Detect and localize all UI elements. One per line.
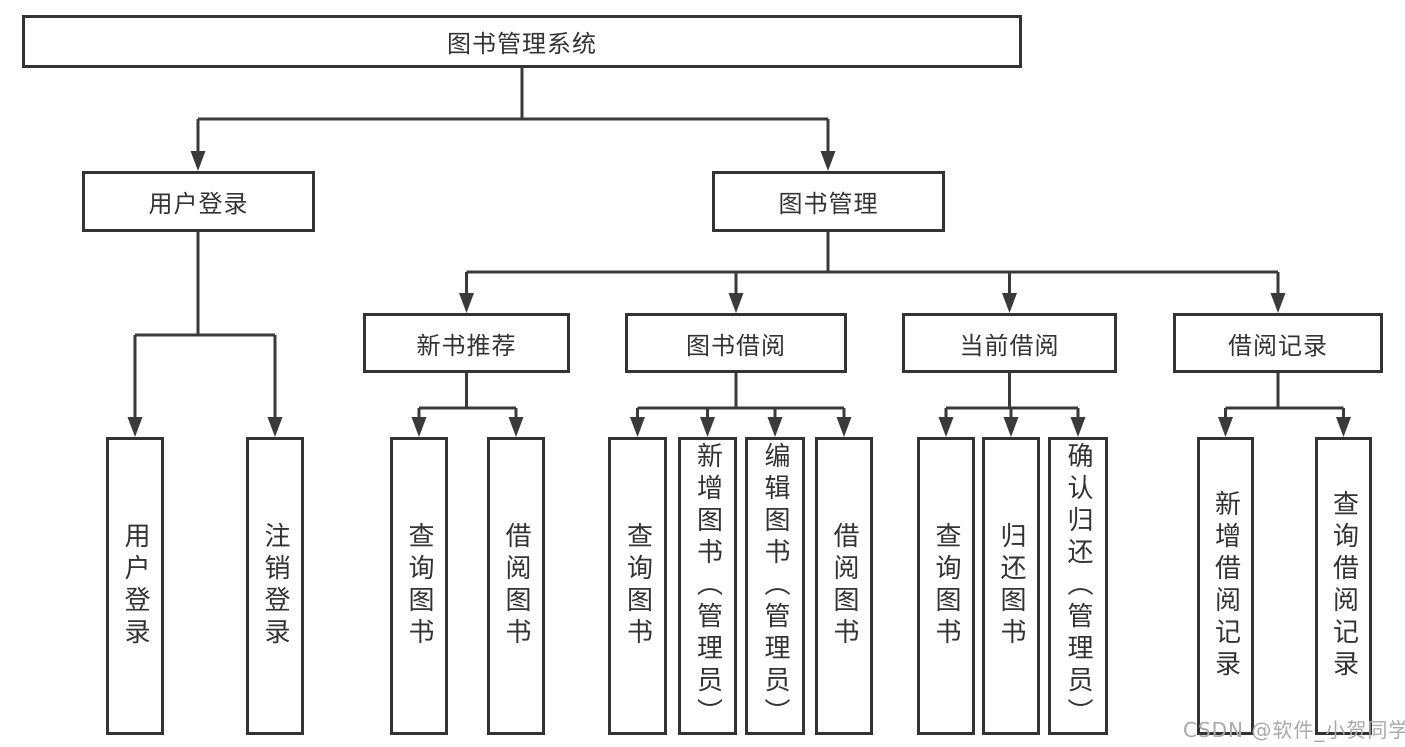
leaf-label: 新增图书（管理员） — [692, 442, 723, 730]
edges-book-management — [459, 232, 1286, 313]
csdn-watermark: CSDN @软件_小贺同学 — [1183, 718, 1405, 742]
edges-current-borrowing — [938, 373, 1086, 437]
leaf-label: 查询图书 — [931, 522, 961, 650]
leaf-label: 确认归还（管理员） — [1063, 442, 1093, 730]
leaf-label: 查询图书 — [622, 522, 653, 650]
edges-book-borrowing — [630, 373, 852, 437]
leaf-label: 借阅图书 — [829, 522, 859, 650]
leaf-label: 注销登录 — [260, 522, 290, 650]
leaf-node-return-books: 归还图书 — [982, 437, 1040, 735]
leaf-label: 借阅图书 — [501, 522, 531, 650]
leaf-node-add-books-admin: 新增图书（管理员） — [678, 437, 737, 735]
edges-new-book — [411, 373, 524, 437]
node-book-borrowing: 图书借阅 — [625, 313, 847, 373]
leaf-node-edit-books-admin: 编辑图书（管理员） — [745, 437, 805, 735]
leaf-label: 新增借阅记录 — [1210, 490, 1241, 682]
node-borrow-records: 借阅记录 — [1173, 313, 1383, 373]
leaf-node-borrow-books-recommend: 借阅图书 — [487, 437, 545, 735]
leaf-label: 编辑图书（管理员） — [760, 442, 790, 730]
leaf-node-query-borrow-record: 查询借阅记录 — [1315, 437, 1372, 735]
edges-root — [190, 68, 836, 171]
node-new-book-recommend: 新书推荐 — [363, 313, 570, 373]
leaf-label: 查询图书 — [404, 522, 434, 650]
edges-user-login — [127, 232, 283, 437]
node-book-management: 图书管理 — [712, 171, 945, 232]
edges-borrow-records — [1218, 373, 1351, 437]
node-user-login: 用户登录 — [82, 171, 315, 232]
leaf-label: 归还图书 — [996, 522, 1026, 650]
leaf-node-query-books-borrowing: 查询图书 — [608, 437, 667, 735]
leaf-label: 查询借阅记录 — [1328, 490, 1359, 682]
leaf-label: 用户登录 — [120, 522, 150, 650]
leaf-node-add-borrow-record: 新增借阅记录 — [1197, 437, 1254, 735]
leaf-node-query-books-recommend: 查询图书 — [390, 437, 448, 735]
leaf-node-borrow-books-borrowing: 借阅图书 — [815, 437, 873, 735]
leaf-node-confirm-return-admin: 确认归还（管理员） — [1048, 437, 1108, 735]
leaf-node-query-books-current: 查询图书 — [917, 437, 975, 735]
leaf-node-logout: 注销登录 — [246, 437, 304, 735]
node-root-library-system: 图书管理系统 — [22, 15, 1022, 68]
node-current-borrowing: 当前借阅 — [902, 313, 1117, 373]
leaf-node-user-login: 用户登录 — [106, 437, 164, 735]
